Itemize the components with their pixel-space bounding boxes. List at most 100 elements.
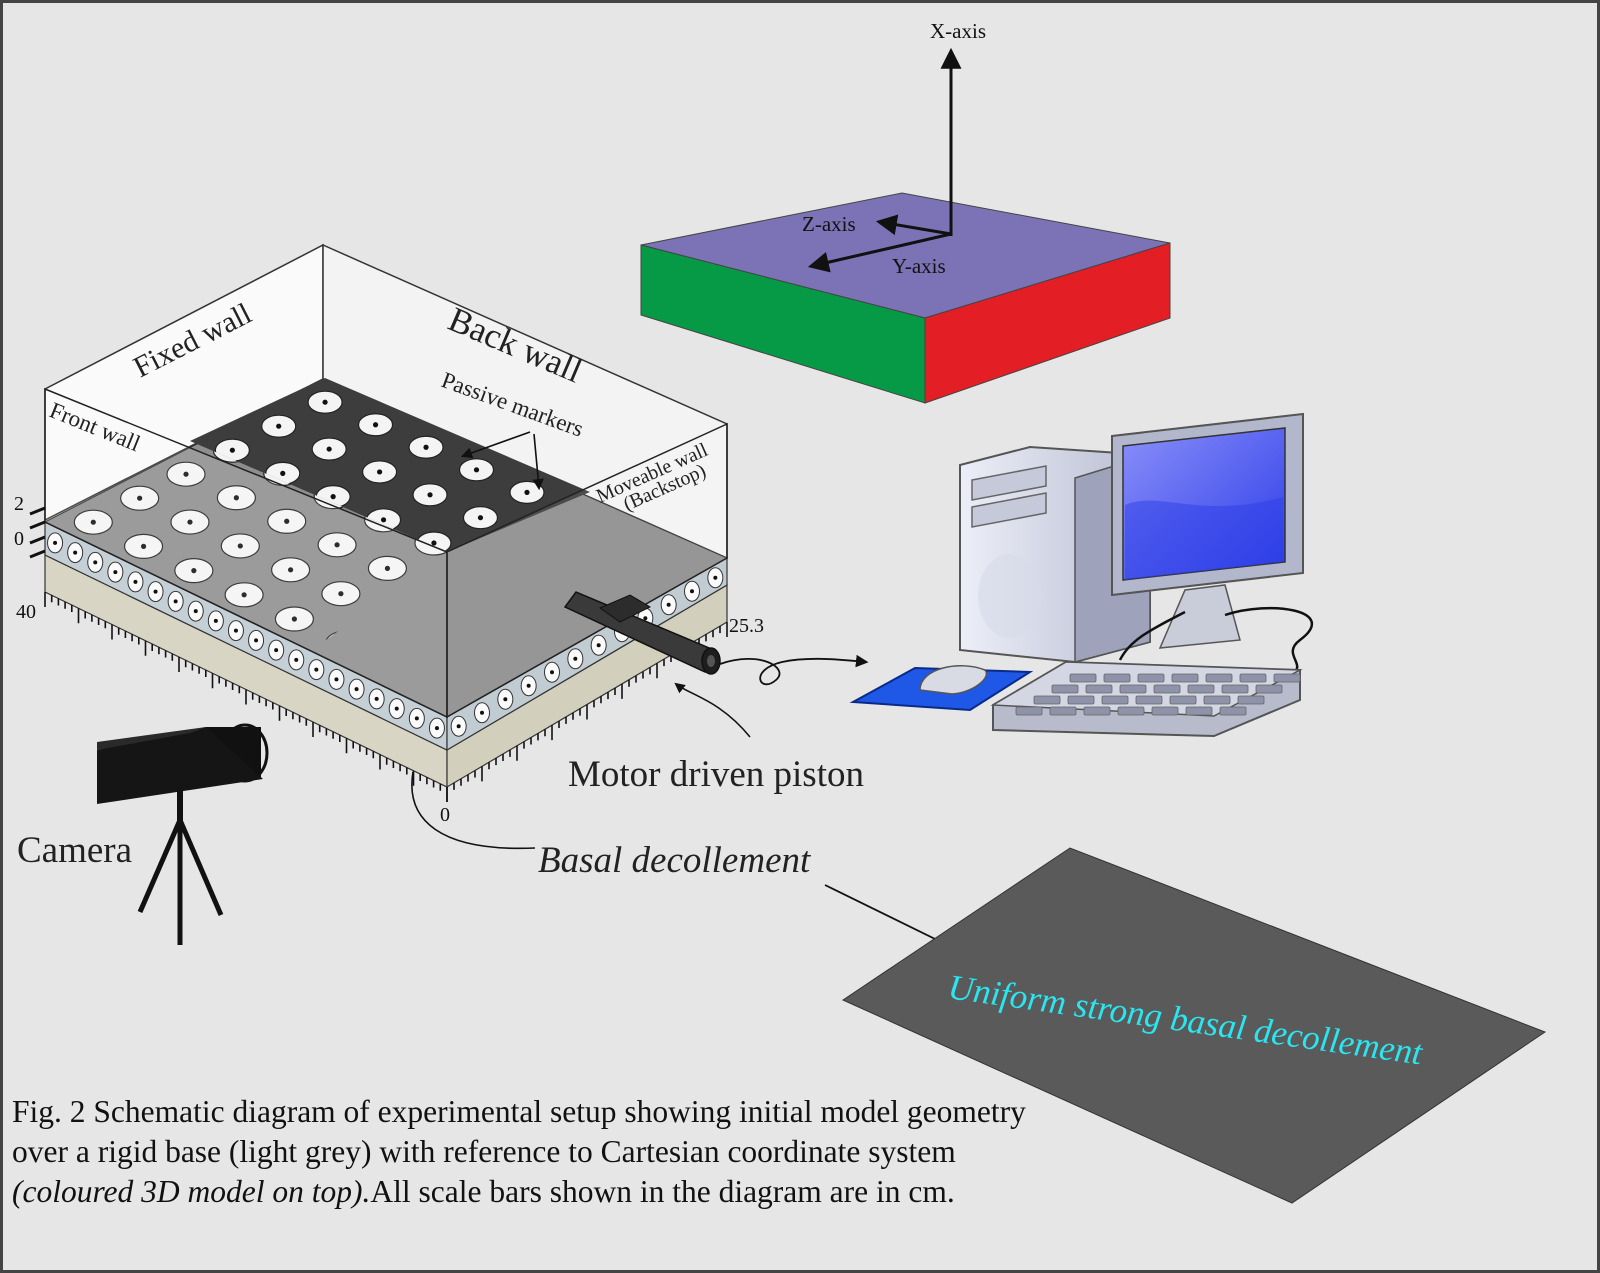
right-marker-dot [666,602,671,607]
motor-piston-label: Motor driven piston [568,754,864,795]
keyboard-key [1101,695,1129,705]
marker-dot [380,517,387,523]
height-scale-zero: 0 [14,528,24,550]
keyboard-key [1187,684,1215,694]
data-cable [719,654,869,686]
right-marker-dot [503,697,508,702]
coordinate-cube: X-axis Z-axis Y-axis [640,19,1171,404]
passive-marker-pointer-2 [532,433,544,491]
y-axis-arrow-icon [807,232,952,273]
scale-ticks-front [44,592,448,802]
caption-italic: (coloured 3D model on top). [12,1174,371,1209]
right-marker-dot [550,670,554,675]
width-scale-value: 40 [16,601,36,623]
marker-dot [241,592,247,598]
side-marker-dot [374,696,379,701]
marker-dot [330,494,336,500]
marker-dot [524,489,530,495]
side-marker-dot [233,628,238,633]
side-marker-dot [73,550,78,555]
length-scale-value: 25.3 [729,615,764,637]
marker-dot [233,495,239,501]
keyboard-key [1067,695,1095,705]
marker-dot [326,446,332,452]
origin-scale-value: 0 [440,804,450,826]
side-marker-dot [213,618,218,623]
right-marker-dot [690,589,694,594]
height-scale-top: 2 [14,493,24,515]
marker-dot [276,423,282,429]
side-marker-dot [93,560,98,565]
right-marker-dot [643,616,648,621]
marker-dot [477,515,484,521]
computer-icon [849,412,1314,738]
decollement-plate [841,847,1547,1204]
keyboard-key [1051,684,1079,694]
piston-icon [563,591,869,738]
keyboard-key [1273,673,1301,683]
keyboard-key [1169,695,1197,705]
moveable-wall [446,422,728,719]
marker-dot [237,543,243,549]
marker-dot [137,495,143,501]
marker-dot [140,543,147,549]
side-marker-dot [53,540,58,545]
keyboard-key [1137,673,1165,683]
marker-dot [183,471,189,477]
marker-dot [473,467,480,473]
keyboard-key [1049,706,1077,716]
marker-dot [372,422,379,428]
keyboard-key [1069,673,1097,683]
keyboard-key [1153,684,1181,694]
passive-marker-pointer-1 [460,431,531,459]
cube-right-face [924,242,1171,404]
marker-dot [90,519,96,525]
side-marker-dot [133,579,138,584]
marker-dot [334,542,340,548]
keyboard-key [1117,706,1145,716]
basal-decollement-label: Basal decollement [538,840,812,881]
marker-dot [384,565,391,571]
right-marker-dot [713,575,718,580]
keyboard-key [1185,706,1213,716]
keyboard-key [1203,695,1231,705]
marker-dot [287,567,294,573]
marker-dot [187,519,193,525]
side-marker-dot [113,570,118,575]
right-marker-dot [526,683,531,688]
side-marker-dot [414,716,419,721]
marker-dot [431,540,437,546]
side-marker-dot [193,609,198,614]
side-marker-dot [314,667,319,672]
keyboard-key [1085,684,1113,694]
figure-caption: Fig. 2 Schematic diagram of experimental… [12,1092,1052,1212]
right-marker-dot [596,643,601,648]
caption-text-1: Fig. 2 Schematic diagram of experimental… [12,1094,1026,1169]
keyboard-key [1221,684,1249,694]
height-scale-bar [29,506,46,559]
keyboard-key [1015,706,1043,716]
marker-dot [338,591,344,597]
keyboard-key [1033,695,1061,705]
side-marker-dot [153,589,158,594]
side-marker-dot [434,726,439,731]
side-marker-dot [254,638,259,643]
keyboard-key [1205,673,1233,683]
z-axis-label: Z-axis [802,212,856,236]
keyboard-key [1135,695,1163,705]
keyboard-key [1083,706,1111,716]
caption-text-2: All scale bars shown in the diagram are … [370,1174,955,1209]
keyboard-key [1103,673,1131,683]
keyboard-key [1171,673,1199,683]
right-marker-dot [456,724,461,729]
marker-dot [423,444,429,450]
marker-dot [284,518,290,524]
side-marker-dot [394,706,399,711]
keyboard-key [1255,684,1283,694]
decollement-pointer [411,771,536,850]
z-axis-arrow-icon [875,214,952,236]
marker-dot [191,568,197,574]
marker-dot [291,616,297,622]
